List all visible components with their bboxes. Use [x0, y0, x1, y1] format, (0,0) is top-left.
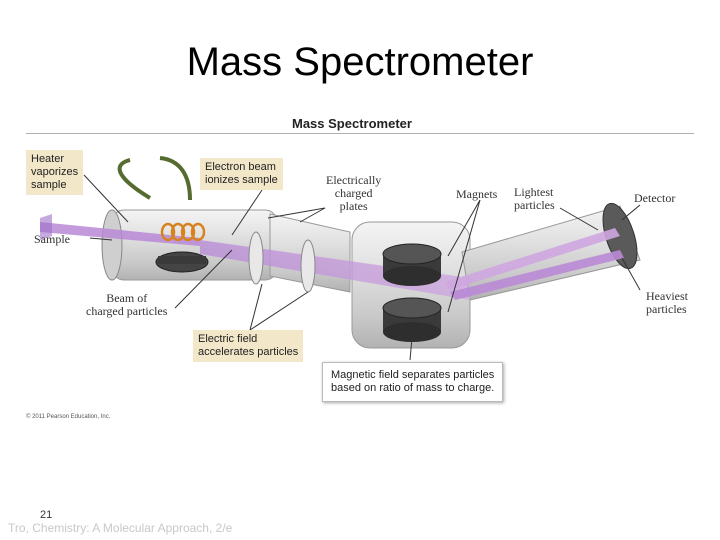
slide-title: Mass Spectrometer: [186, 40, 534, 84]
magnetic-field-callout: Magnetic field separates particles based…: [322, 362, 504, 402]
heater-callout: Heater vaporizes sample: [26, 150, 84, 195]
magnets-label: Magnets: [456, 187, 498, 201]
heater-coil: [117, 156, 206, 242]
sample-label: Sample: [34, 232, 70, 246]
detector-label: Detector: [634, 191, 676, 205]
figure-divider: [26, 133, 694, 134]
beam-label: Beam of charged particles: [86, 291, 168, 318]
heaviest-label: Heaviest particles: [646, 289, 688, 316]
charged-plate-2: [300, 239, 316, 293]
plates-label: Electrically charged plates: [326, 173, 382, 213]
page-number: 21: [40, 509, 53, 521]
footer-citation: Tro, Chemistry: A Molecular Approach, 2/…: [8, 521, 233, 535]
figure-title: Mass Spectrometer: [292, 116, 412, 131]
electron-beam-callout: Electron beam ionizes sample: [200, 158, 283, 190]
charged-plate-1: [248, 231, 264, 285]
magnet-upper: [382, 243, 442, 286]
magnet-lower: [382, 297, 442, 342]
lightest-label: Lightest particles: [514, 185, 555, 212]
electric-field-callout: Electric field accelerates particles: [193, 330, 304, 362]
copyright-text: © 2011 Pearson Education, Inc.: [26, 414, 111, 420]
